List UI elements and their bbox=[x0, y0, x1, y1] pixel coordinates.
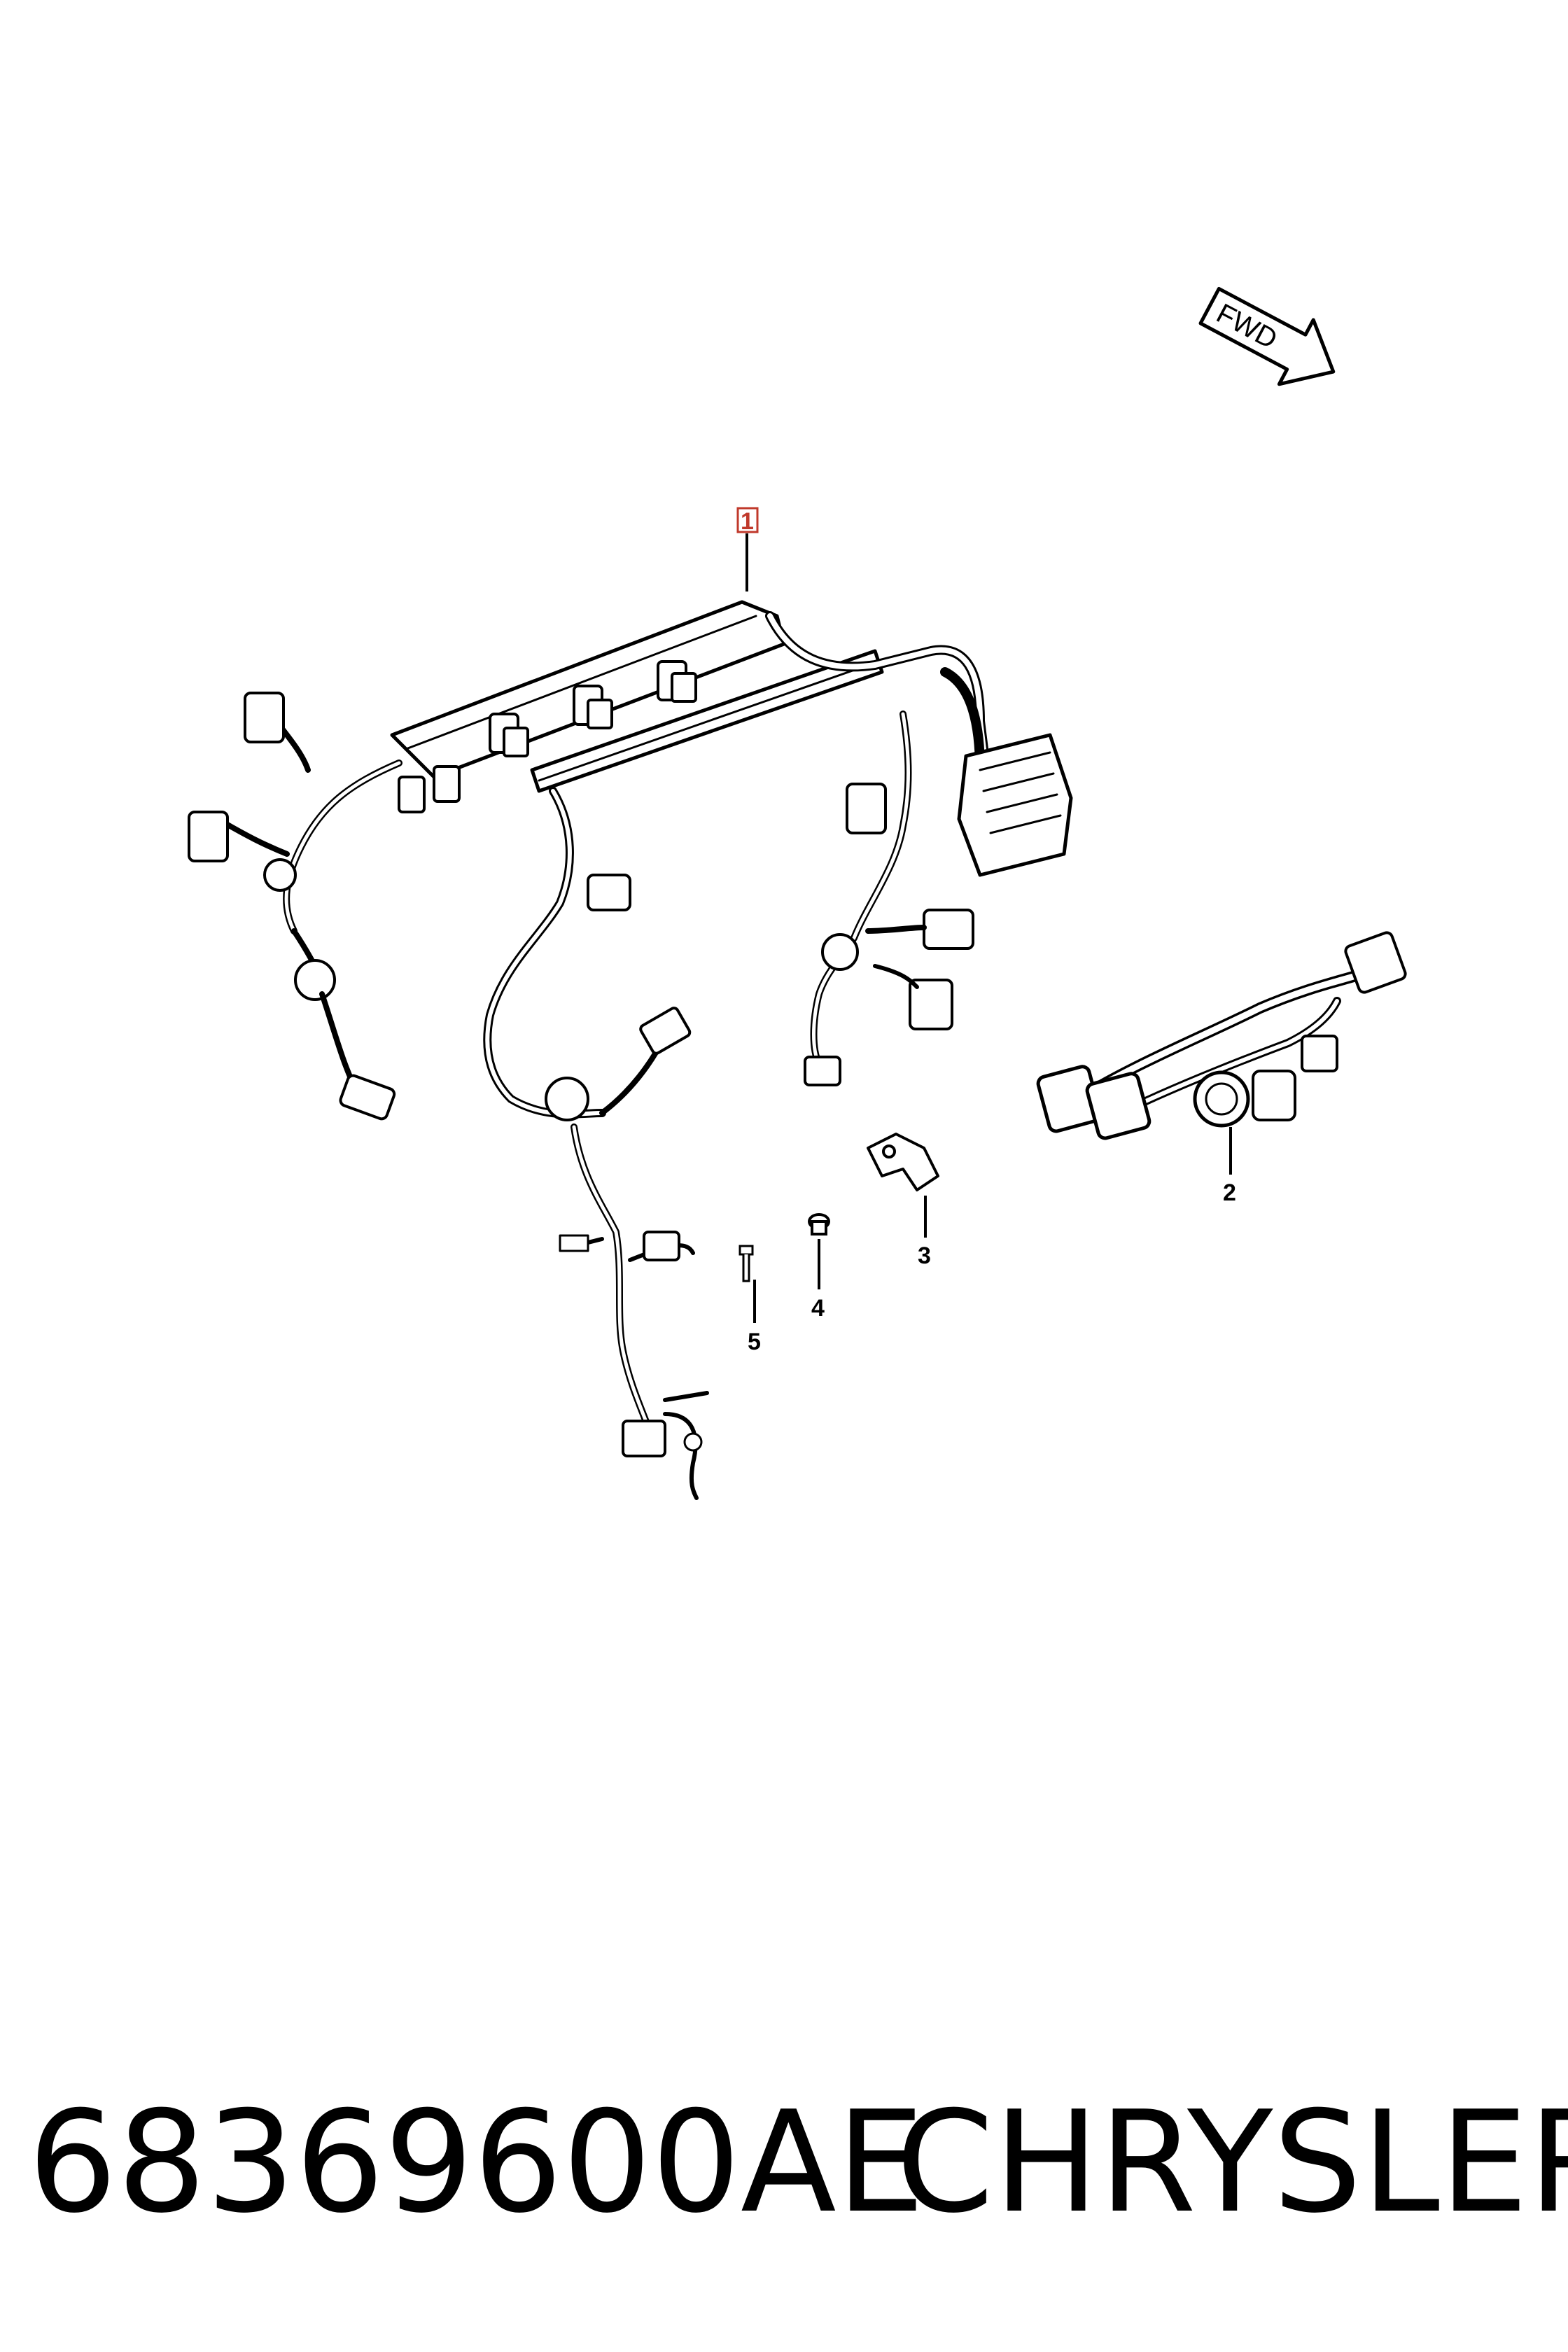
callout-1[interactable]: 1 bbox=[741, 508, 754, 535]
callout-2[interactable]: 2 bbox=[1223, 1180, 1236, 1206]
part-number: 68369600AE bbox=[28, 2081, 925, 2244]
callout-1-highlight bbox=[736, 507, 759, 533]
jumper-harness bbox=[1036, 931, 1407, 1140]
callout-3[interactable]: 3 bbox=[918, 1242, 931, 1269]
bracket bbox=[867, 1133, 939, 1191]
engine-wiring-harness bbox=[188, 600, 1073, 1500]
fwd-arrow-icon: FWD bbox=[1198, 286, 1336, 386]
callout-4[interactable]: 4 bbox=[811, 1295, 825, 1322]
bolt bbox=[738, 1245, 754, 1282]
nut bbox=[808, 1213, 830, 1236]
callout-5[interactable]: 5 bbox=[748, 1329, 761, 1355]
leader-lines bbox=[746, 533, 1232, 1323]
brand-name: CHRYSLER bbox=[896, 2081, 1568, 2244]
footer: 68369600AE CHRYSLER bbox=[0, 2072, 1568, 2254]
